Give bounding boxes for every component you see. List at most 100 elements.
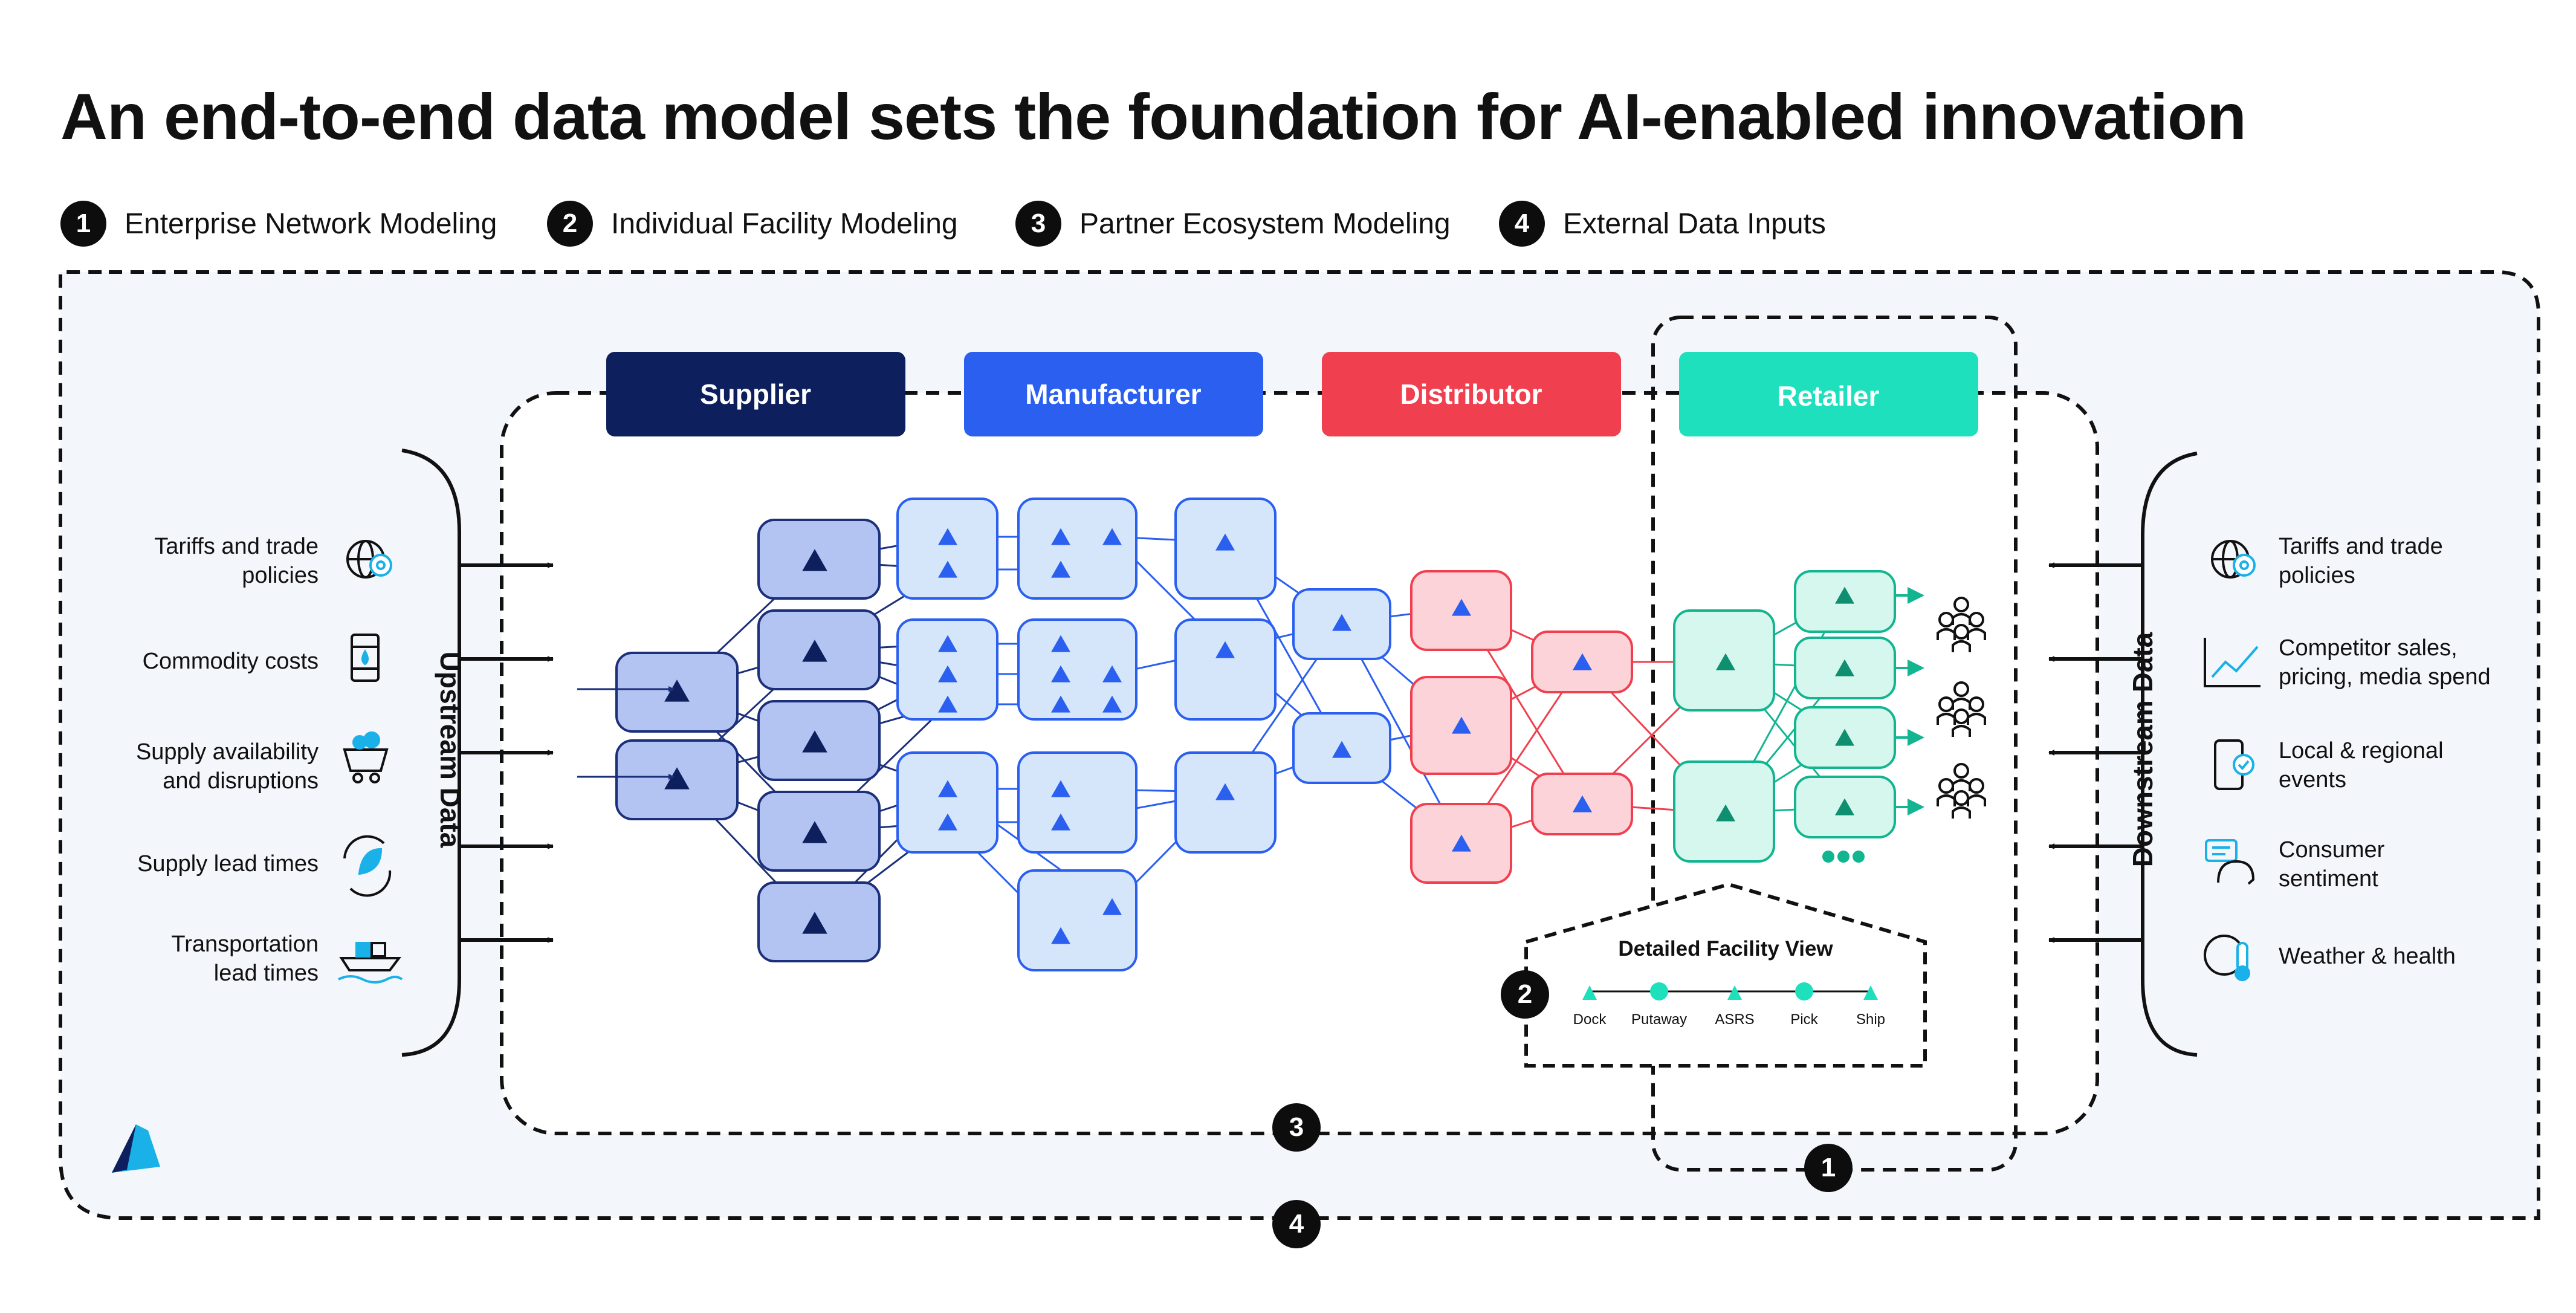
page-title: An end-to-end data model sets the founda… — [60, 80, 2247, 153]
supplier-input-arrows — [577, 686, 675, 780]
leaf-cycle-icon — [343, 835, 392, 897]
network-node-marker — [1215, 783, 1235, 800]
downstream-data-title: Downstream Data — [2127, 632, 2158, 867]
person-head — [1953, 708, 1969, 724]
network-node-marker — [938, 695, 957, 713]
person-body — [1952, 640, 1971, 652]
dock-step-icon — [1582, 985, 1597, 1000]
network-node-marker — [802, 912, 827, 934]
downstream-arrows — [2048, 562, 2143, 943]
person-head — [1953, 790, 1969, 806]
upstream-arrows — [459, 562, 554, 943]
facility-flow — [1582, 982, 1878, 1000]
network-node-marker — [1215, 641, 1235, 658]
network-node-marker — [938, 560, 957, 578]
phone-check-icon — [2214, 739, 2254, 790]
ellipsis-dots — [1822, 851, 1865, 863]
stage-label-distributor: Distributor — [1400, 378, 1542, 410]
network-node-marker — [938, 635, 957, 652]
step-label-pick: Pick — [1790, 1011, 1818, 1028]
network-node-marker — [1835, 586, 1854, 604]
stage-header-supplier — [606, 352, 905, 436]
network-node-marker — [1051, 695, 1070, 713]
network-node-marker — [1102, 898, 1122, 915]
network-node-marker — [1332, 741, 1351, 758]
stage-label-supplier: Supplier — [699, 378, 812, 410]
network-node-marker — [938, 813, 957, 831]
facility-modeling-badge: 2 — [1501, 970, 1549, 1019]
enterprise-network-badge: 1 — [1804, 1144, 1853, 1192]
network-node-marker — [1835, 728, 1854, 746]
legend-label: Enterprise Network Modeling — [125, 207, 497, 240]
globe-gear-icon — [2211, 540, 2256, 579]
person-head — [1969, 778, 1984, 794]
step-label-putaway: Putaway — [1631, 1011, 1688, 1028]
asrs-step-icon — [1727, 985, 1742, 1000]
external-data-badge: 4 — [1272, 1200, 1321, 1248]
person-head — [1969, 612, 1984, 627]
legend-number-badge: 3 — [1015, 201, 1061, 247]
stage-header-retailer — [1679, 352, 1978, 436]
person-head — [1938, 778, 1954, 794]
network-node-marker — [1835, 659, 1854, 676]
network-node-marker — [1051, 635, 1070, 652]
network-node — [1017, 498, 1138, 600]
person-head — [1953, 763, 1969, 779]
step-label-ship: Ship — [1856, 1011, 1886, 1028]
oil-barrel-icon — [351, 634, 380, 682]
legend-number-badge: 1 — [60, 201, 106, 247]
person-head — [1953, 681, 1969, 697]
legend-item-external: 4 External Data Inputs — [1499, 199, 1826, 248]
downstream-bracket — [2141, 452, 2198, 1057]
legend-label: Partner Ecosystem Modeling — [1079, 207, 1451, 240]
mine-cart-icon — [343, 731, 389, 783]
downstream-label-competitor: Competitor sales,pricing, media spend — [2279, 635, 2491, 690]
upstream-bracket — [401, 449, 461, 1057]
facility-view-title: Detailed Facility View — [1618, 937, 1833, 961]
globe-gear-icon — [346, 540, 392, 579]
network-node-marker — [1452, 716, 1471, 734]
network-node — [1017, 618, 1138, 721]
network-node-marker — [1332, 614, 1351, 631]
legend-number-badge: 2 — [547, 201, 593, 247]
network-node-marker — [1102, 665, 1122, 682]
network-markers — [664, 528, 1854, 944]
network-node-marker — [1051, 780, 1070, 797]
network-node-marker — [1102, 528, 1122, 545]
network-node-marker — [1051, 927, 1070, 944]
step-label-asrs: ASRS — [1715, 1011, 1755, 1028]
upstream-label-lead-times: Supply lead times — [137, 851, 319, 877]
legend-label: External Data Inputs — [1563, 207, 1826, 240]
network-node-marker — [664, 679, 690, 702]
network-node-marker — [1215, 533, 1235, 551]
upstream-label-commodity: Commodity costs — [142, 649, 319, 674]
network-node — [896, 498, 998, 600]
network-node-marker — [802, 549, 827, 571]
network-node-marker — [1452, 834, 1471, 852]
network-node-marker — [1716, 653, 1735, 670]
network-node-marker — [1573, 795, 1592, 812]
network-node-marker — [1452, 598, 1471, 616]
brand-logo — [112, 1124, 160, 1173]
cargo-ship-icon — [338, 942, 403, 984]
person-body — [1952, 725, 1971, 737]
network-node-marker — [1051, 560, 1070, 578]
enterprise-network-frame — [1651, 316, 2018, 1172]
network-node — [1017, 869, 1138, 971]
line-chart-icon — [2204, 638, 2260, 687]
upstream-data-title: Upstream Data — [435, 651, 466, 848]
network-node — [1174, 618, 1277, 721]
network-node-marker — [1716, 804, 1735, 822]
legend-label: Individual Facility Modeling — [611, 207, 958, 240]
putaway-step-icon — [1650, 982, 1668, 1000]
consumer-group-icon — [1937, 763, 1986, 819]
legend-item-enterprise: 1 Enterprise Network Modeling — [60, 199, 497, 248]
downstream-label-weather: Weather & health — [2279, 944, 2456, 969]
network-node-marker — [1051, 665, 1070, 682]
